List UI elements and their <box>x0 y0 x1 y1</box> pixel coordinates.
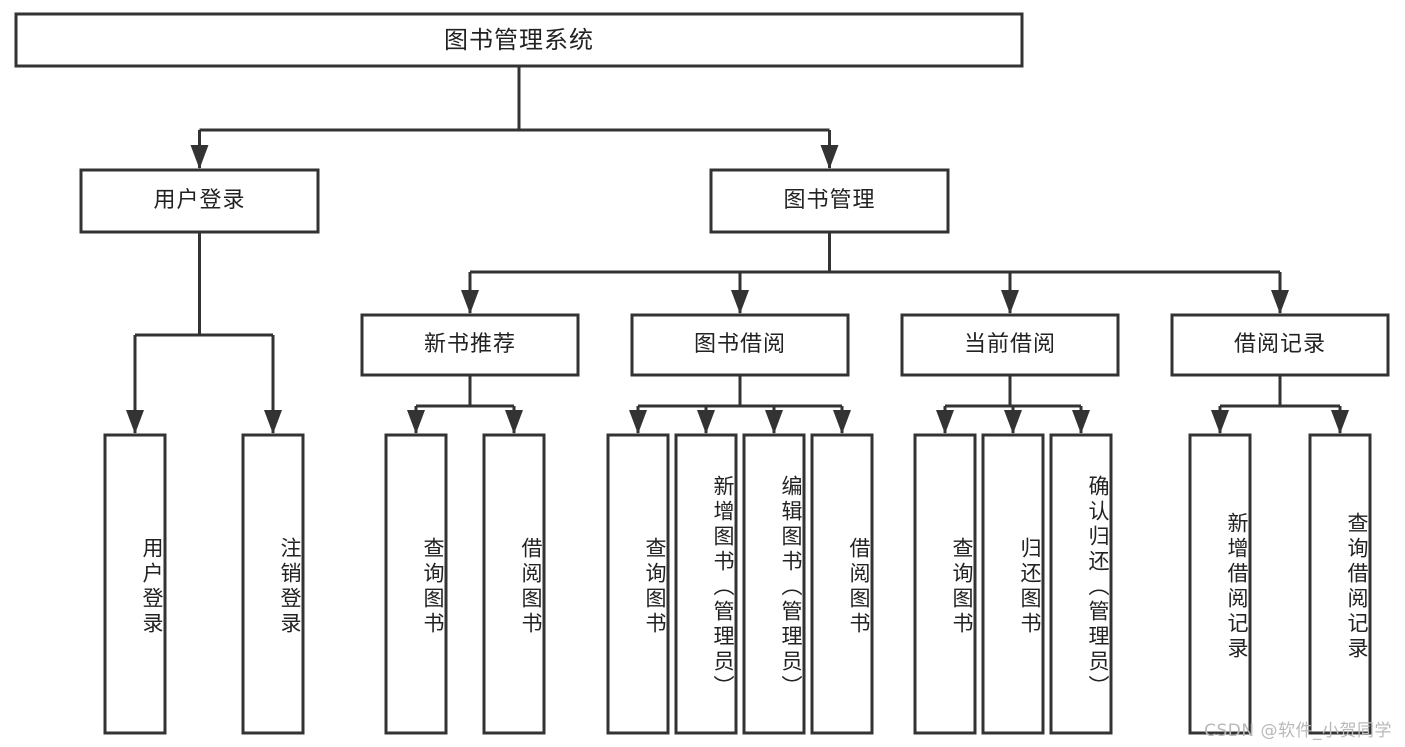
node-new-book-recommend[interactable] <box>360 313 580 377</box>
node-leaf-query-record[interactable] <box>1308 433 1372 735</box>
arrow-head-icon <box>697 410 715 434</box>
node-current-borrow[interactable] <box>900 313 1120 377</box>
boxes-layer <box>14 12 1390 735</box>
arrow-head-icon <box>190 145 209 169</box>
node-leaf-return-book[interactable] <box>981 433 1045 735</box>
arrow-head-icon <box>833 410 851 434</box>
node-leaf-add-record[interactable] <box>1188 433 1252 735</box>
arrow-head-icon <box>629 410 647 434</box>
node-root[interactable] <box>14 12 1024 68</box>
connectors-layer <box>126 66 1349 434</box>
arrow-head-icon <box>1211 410 1229 434</box>
arrow-head-icon <box>1072 410 1090 434</box>
node-leaf-query-book-1[interactable] <box>384 433 448 735</box>
node-leaf-add-book[interactable] <box>674 433 738 735</box>
arrow-head-icon <box>820 145 839 169</box>
arrow-head-icon <box>765 410 783 434</box>
node-leaf-borrow-book-1[interactable] <box>482 433 546 735</box>
arrow-head-icon <box>1331 410 1349 434</box>
arrow-head-icon <box>407 410 425 434</box>
arrow-head-icon <box>1001 290 1019 314</box>
arrow-head-icon <box>505 410 523 434</box>
node-leaf-borrow-book-2[interactable] <box>810 433 874 735</box>
node-leaf-logout-login[interactable] <box>241 433 305 735</box>
node-user-login[interactable] <box>79 168 320 234</box>
arrow-head-icon <box>1271 290 1289 314</box>
node-leaf-query-book-3[interactable] <box>913 433 977 735</box>
arrow-head-icon <box>126 410 144 434</box>
arrow-head-icon <box>936 410 954 434</box>
arrow-head-icon <box>1004 410 1022 434</box>
arrow-head-icon <box>461 290 479 314</box>
node-leaf-confirm-return[interactable] <box>1049 433 1113 735</box>
node-leaf-edit-book[interactable] <box>742 433 806 735</box>
node-leaf-user-login[interactable] <box>103 433 167 735</box>
node-leaf-query-book-2[interactable] <box>606 433 670 735</box>
arrow-head-icon <box>264 410 282 434</box>
node-book-manage[interactable] <box>709 168 950 234</box>
arrow-head-icon <box>731 290 749 314</box>
node-book-borrow[interactable] <box>630 313 850 377</box>
node-borrow-record[interactable] <box>1170 313 1390 377</box>
